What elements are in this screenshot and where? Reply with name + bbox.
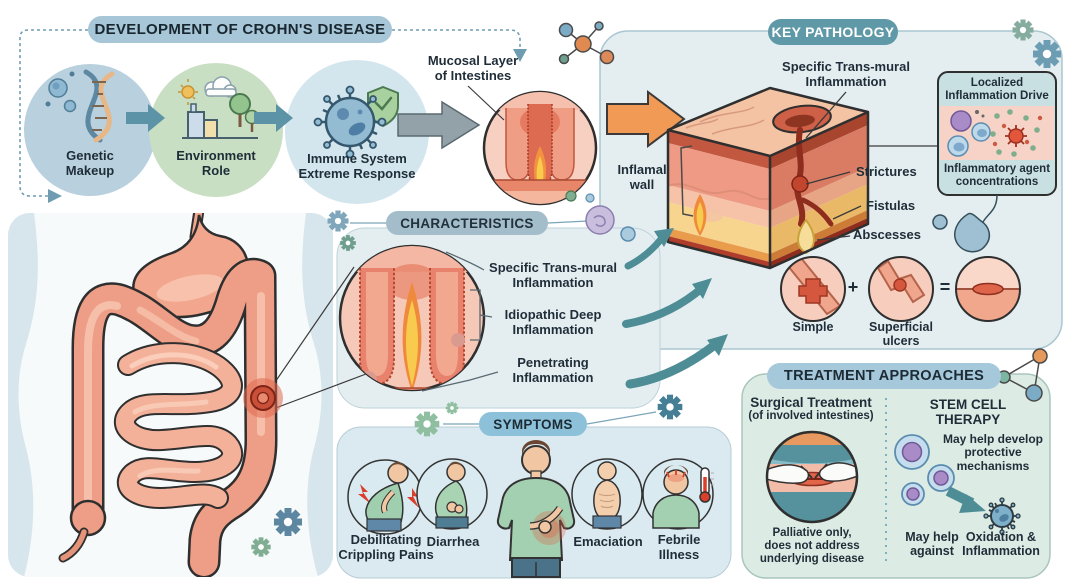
virus-agent-icon	[1005, 125, 1027, 147]
molecule-icon	[558, 21, 615, 65]
ulcer-equation	[780, 256, 1021, 322]
surgery-icon	[765, 430, 859, 524]
pathology-pointer-lines	[805, 91, 937, 241]
cecum	[69, 499, 107, 537]
inflamed-wall-bracket	[680, 145, 694, 217]
equation-plus: +	[847, 277, 859, 297]
equation-equals: =	[939, 277, 951, 297]
symptom-label-febrile: Febrile Illness	[657, 532, 701, 562]
surgical-note: Palliative only, does not address underl…	[759, 527, 865, 565]
swoosh-arrows	[622, 234, 721, 389]
gear-icon	[338, 233, 358, 253]
gear-icon	[1033, 40, 1061, 68]
cloud-icon	[204, 76, 237, 98]
gear-icon	[415, 412, 440, 437]
characteristics-title: CHARACTERISTICS	[386, 211, 548, 235]
gear-icon	[1013, 20, 1034, 41]
fistulas-label: Fistulas	[866, 198, 916, 213]
symptoms-pill-connector-right	[586, 411, 657, 425]
molecule-icon	[997, 348, 1048, 402]
cell-decorations	[565, 190, 636, 242]
surgical-subtitle: (of involved intestines)	[748, 410, 874, 422]
tree-icon	[229, 93, 251, 115]
transmural-label: Specific Trans-mural Inflammation	[782, 59, 910, 89]
mucosal-label: Mucosal Layer of Intestines	[427, 53, 519, 83]
stricture-spot	[791, 175, 809, 193]
drop-blob	[954, 212, 991, 253]
gear-icon	[328, 211, 349, 232]
tissue-block-illustration	[666, 86, 937, 270]
intestines-icon	[58, 213, 283, 577]
immune-cell-purple	[950, 110, 972, 132]
diarrhea-figure	[416, 458, 488, 530]
gear-icon	[658, 395, 683, 420]
characteristic-item-3: Penetrating Inflammation	[512, 355, 594, 385]
pain-bolt-icon	[407, 488, 419, 508]
key-pathology-title: KEY PATHOLOGY	[768, 19, 898, 45]
gear-icon	[444, 400, 460, 416]
virus-shield-icon	[313, 85, 399, 159]
simple-label: Simple	[792, 320, 834, 334]
superficial-ulcers-label: Superficial ulcers	[869, 320, 933, 348]
dashed-arrowhead-right	[48, 189, 62, 203]
stem-cell-benefit: May help develop protective mechanisms	[942, 432, 1044, 473]
abscesses-label: Abscesses	[853, 227, 921, 242]
symptom-label-diarrhea: Diarrhea	[426, 534, 480, 549]
febrile-figure	[642, 458, 714, 530]
stem-cells-icon	[894, 434, 955, 506]
characteristic-item-1: Specific Trans-mural Inflammation	[489, 260, 617, 290]
symptoms-title: SYMPTOMS	[479, 412, 587, 436]
immune-label: Immune System Extreme Response	[298, 151, 416, 181]
localized-box-caption: Inflammatory agent concentrations	[943, 163, 1051, 188]
stem-cell-against-label: May help against	[905, 530, 959, 558]
dashed-left-connector	[19, 29, 88, 197]
crippling-pains-figure	[347, 459, 423, 535]
surgical-title: Surgical Treatment	[750, 395, 872, 410]
thermometer-icon	[699, 467, 714, 503]
development-steps	[24, 60, 481, 204]
orange-arrow	[606, 90, 686, 148]
localized-box-title: Localized Inflammation Drive	[945, 77, 1049, 102]
treatment-title: TREATMENT APPROACHES	[767, 363, 1001, 389]
strictures-label: Strictures	[856, 164, 917, 179]
symptom-label-emaciation: Emaciation	[573, 534, 643, 549]
characteristic-item-2: Idiopathic Deep Inflammation	[504, 307, 602, 337]
environment-icon	[178, 76, 260, 139]
characteristics-pointer-lines	[421, 251, 499, 392]
inflamed-wall-label: Inflamal wall	[617, 162, 667, 192]
virus-icon	[983, 497, 1021, 535]
factory-icon	[187, 111, 205, 139]
agent-dots-red	[992, 115, 1043, 147]
emaciation-figure	[571, 458, 643, 530]
gear-icon	[274, 508, 302, 536]
dashed-arrowhead-down	[513, 49, 527, 62]
step-arrow-2	[254, 104, 293, 132]
mucosal-pointer-line	[467, 85, 505, 121]
char-pill-cell-connector	[547, 220, 589, 224]
abdominal-pain-man	[496, 440, 576, 578]
step-arrow-1	[126, 104, 165, 132]
dna-icon	[45, 69, 115, 143]
treatment-illustrations	[765, 348, 1048, 562]
dashed-right-connector	[392, 29, 521, 50]
agent-dots-green	[990, 109, 1040, 157]
development-title: DEVELOPMENT OF CROHN'S DISEASE	[88, 16, 392, 43]
gray-arrow	[397, 100, 481, 150]
environment-label: Environment Role	[176, 148, 256, 178]
genetic-label: Genetic Makeup	[65, 148, 115, 178]
dashed-connectors	[19, 29, 521, 197]
pain-bolt-icon	[358, 484, 371, 504]
localized-inflammation-box	[932, 71, 1057, 253]
gear-icon	[251, 537, 270, 556]
stem-cell-against-target: Oxidation & Inflammation	[962, 530, 1040, 558]
stem-cell-title: STEM CELL THERAPY	[929, 397, 1007, 428]
symptom-figures	[347, 440, 714, 578]
symptom-label-pains: Debilitating Crippling Pains	[338, 532, 434, 562]
